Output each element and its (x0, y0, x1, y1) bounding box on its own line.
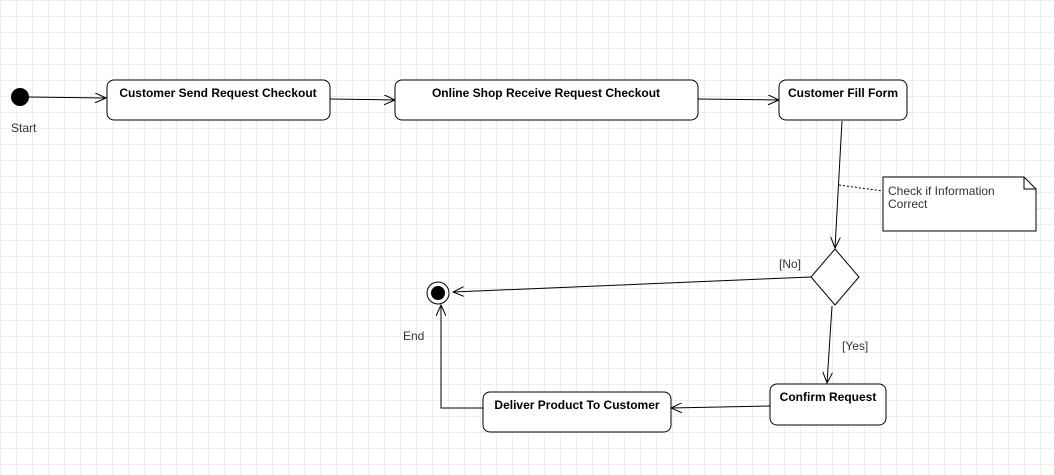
guard-no-label: [No] (779, 257, 801, 271)
edge-decision-no-to-end[interactable] (453, 276, 812, 292)
edge-receive-to-fill[interactable] (697, 99, 779, 100)
action-label-shop-receive: Online Shop Receive Request Checkout (432, 86, 660, 100)
action-confirm-request[interactable]: Confirm Request (769, 383, 887, 426)
action-label-customer-send: Customer Send Request Checkout (119, 86, 316, 100)
action-label-confirm: Confirm Request (780, 390, 877, 404)
edge-start-to-send[interactable] (27, 97, 106, 98)
edge-deliver-to-end[interactable] (441, 305, 483, 409)
action-deliver-product-to-customer[interactable]: Deliver Product To Customer (482, 391, 672, 433)
action-customer-send-request-checkout[interactable]: Customer Send Request Checkout (106, 79, 331, 121)
note-text-line1: Check if Information (888, 184, 995, 198)
edge-confirm-to-deliver[interactable] (671, 406, 771, 408)
edge-fill-to-decision[interactable] (835, 120, 843, 248)
end-label: End (403, 329, 424, 343)
action-label-deliver: Deliver Product To Customer (494, 398, 659, 412)
note-text-line2: Correct (888, 197, 928, 211)
guard-yes-label: [Yes] (842, 339, 868, 353)
decision-node[interactable] (810, 248, 860, 306)
action-online-shop-receive-request-checkout[interactable]: Online Shop Receive Request Checkout (394, 79, 699, 121)
start-label: Start (11, 121, 37, 135)
note-check-information[interactable]: Check if Information Correct (882, 176, 1037, 232)
edge-send-to-receive[interactable] (329, 99, 395, 100)
final-node[interactable] (426, 281, 450, 305)
initial-node[interactable] (11, 88, 29, 106)
action-label-fill-form: Customer Fill Form (788, 86, 898, 100)
edge-decision-yes-to-confirm[interactable] (827, 305, 832, 383)
action-customer-fill-form[interactable]: Customer Fill Form (778, 79, 908, 121)
note-anchor-line (838, 184, 884, 192)
